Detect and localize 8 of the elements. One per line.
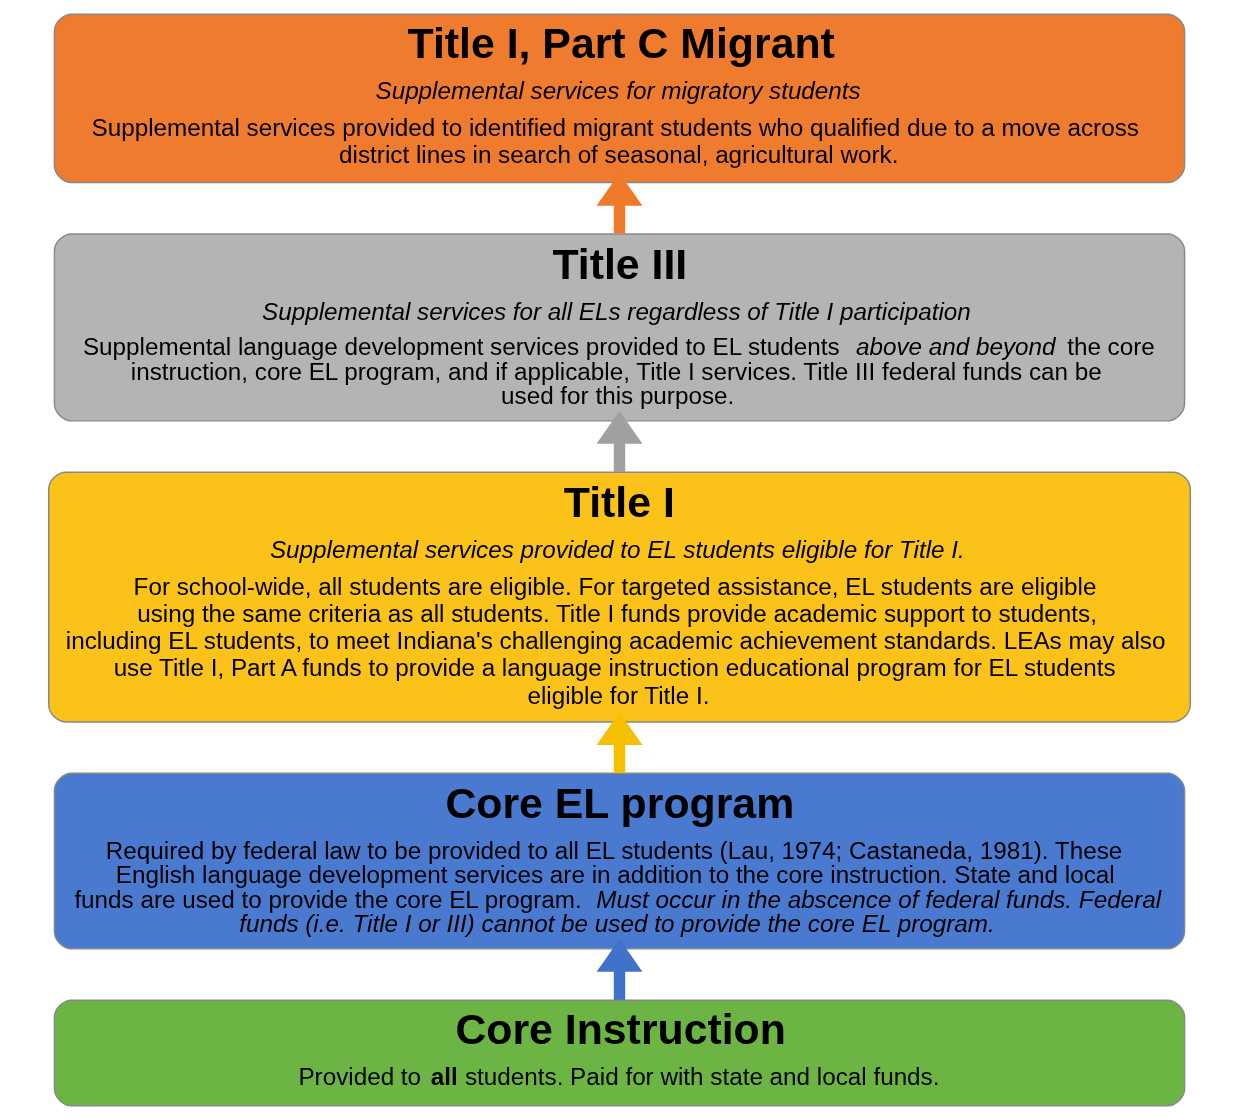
arrow [596, 939, 642, 1000]
arrow [596, 712, 642, 774]
node-box: Title I, Part C Migrant Supplemental services for migratory students Supplemental services provided to identified migrant students who qualified due to a move across district lines in search of seasonal, agricultural work. [53, 13, 1185, 184]
node-box: Title III Supplemental services for all ELs regardless of Title I participation Supplemental language development services provided to EL students above and beyond the core instruction, core EL program, and if applicable, Title I services. Title III federal funds can be used for this purpose. [53, 233, 1185, 422]
arrow [596, 411, 642, 472]
node-box: Core EL program Required by federal law to be provided to all EL students (Lau, 1974; Castaneda, 1981). These English language development services are in addition to the core instruction. State and local funds are used to provide the core EL program. Must occur in the abscence of federal funds. Federal funds (i.e. Title I or III) cannot be used to provide the core EL program. [53, 772, 1185, 950]
node-box: Title I Supplemental services provided to EL students eligible for Title I. For school-wide, all students are eligible. For targeted assistance, EL students are eligible using the same criteria as all students. Title I funds provide academic support to students, including EL students, to meet Indiana's challenging academic achievement standards. LEAs may also use Title I, Part A funds to provide a language instruction educational program for EL students eligible for Title I. [47, 471, 1191, 723]
node-box: Core Instruction Provided to all students. Paid for with state and local funds. [53, 999, 1185, 1107]
